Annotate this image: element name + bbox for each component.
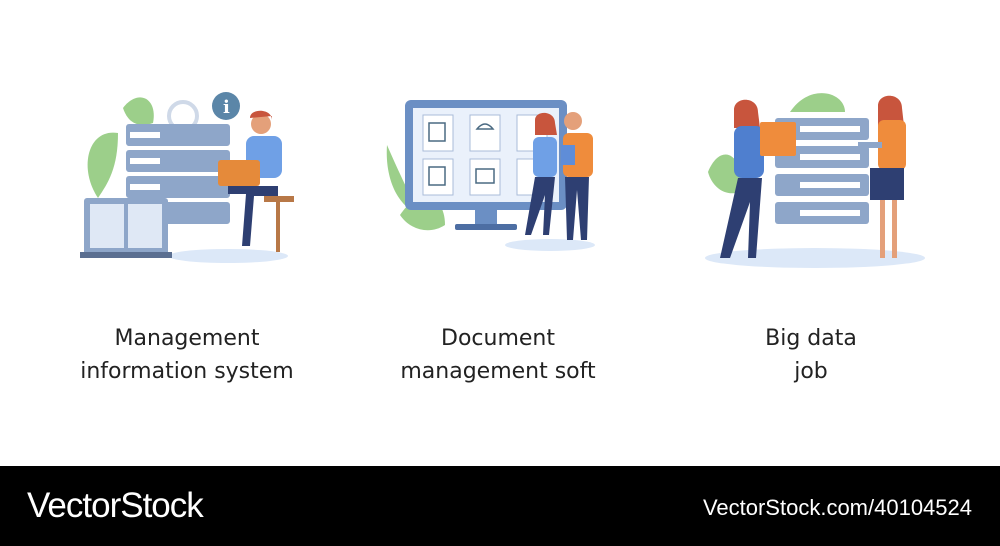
server-rack-icon [775, 118, 869, 224]
svg-text:i: i [223, 97, 230, 118]
caption-line: management soft [400, 359, 596, 384]
info-icon [212, 92, 240, 120]
woman-with-tablet-icon [858, 95, 906, 258]
caption-line: job [794, 359, 828, 384]
caption-document-management-soft: Document management soft [338, 322, 658, 388]
woman-with-folder-icon [720, 99, 796, 258]
document-tiles [422, 114, 548, 196]
big-data-job-illustration [705, 93, 925, 268]
leaf-icon [87, 132, 118, 198]
caption-line: information system [80, 359, 294, 384]
leaf-icon [386, 145, 420, 215]
brand-logo: VectorStock [27, 486, 204, 525]
caption-line: Big data [765, 326, 857, 351]
leaf-icon [708, 154, 741, 194]
man-with-laptop-icon [218, 110, 294, 252]
open-book-icon [80, 198, 172, 258]
caption-management-information-system: Management information system [27, 322, 347, 388]
caption-line: Document [441, 326, 555, 351]
illustration-canvas: i [27, 92, 971, 388]
couple-icon [525, 112, 593, 240]
document-management-illustration [386, 100, 595, 251]
caption-big-data-job: Big data job [651, 322, 971, 388]
management-information-system-illustration: i [80, 92, 294, 263]
watermark-footer: VectorStock VectorStock.com/40104524 [0, 466, 1000, 546]
image-url: VectorStock.com/40104524 [702, 495, 972, 520]
caption-line: Management [114, 326, 260, 351]
